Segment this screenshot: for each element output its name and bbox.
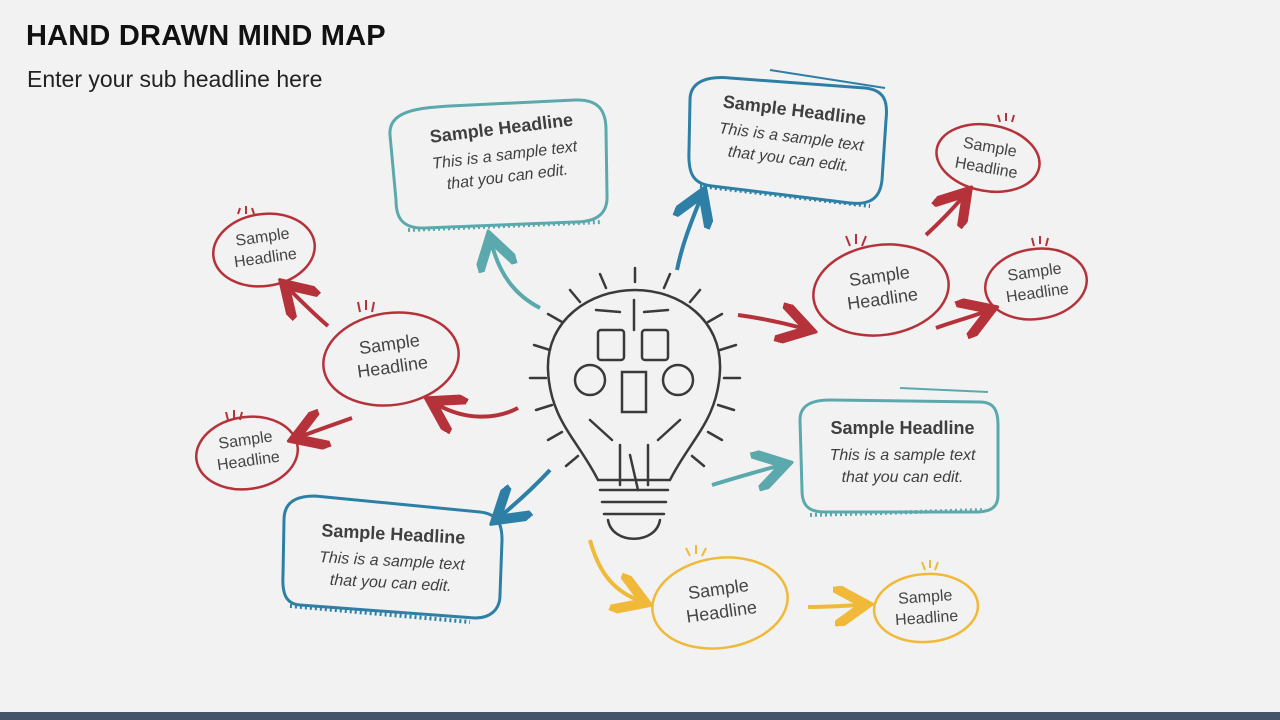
box-frame-2 (687, 76, 888, 205)
box-3[interactable]: Sample Headline This is a sample text th… (810, 418, 995, 489)
oval-frame-1 (211, 212, 317, 288)
slide-subtitle: Enter your sub headline here (27, 66, 323, 92)
box-frame-3 (798, 398, 1000, 514)
box-4[interactable]: Sample Headline This is a sample text th… (300, 519, 483, 599)
box-text-line: This is a sample text (829, 447, 976, 464)
box-text-line: that you can edit. (841, 469, 964, 486)
box-hatch-1 (407, 220, 603, 232)
arrow-1 (492, 245, 541, 310)
oval-8[interactable]: Sample Headline (885, 584, 968, 631)
lightbulb-icon (528, 266, 742, 540)
box-headline: Sample Headline (830, 418, 975, 438)
box-frame-1 (388, 98, 609, 230)
arrow-2 (677, 200, 700, 271)
bottom-bar (0, 712, 1280, 720)
slide-title: HAND DRAWN MIND MAP (26, 20, 386, 52)
box-frame-4 (281, 494, 504, 620)
